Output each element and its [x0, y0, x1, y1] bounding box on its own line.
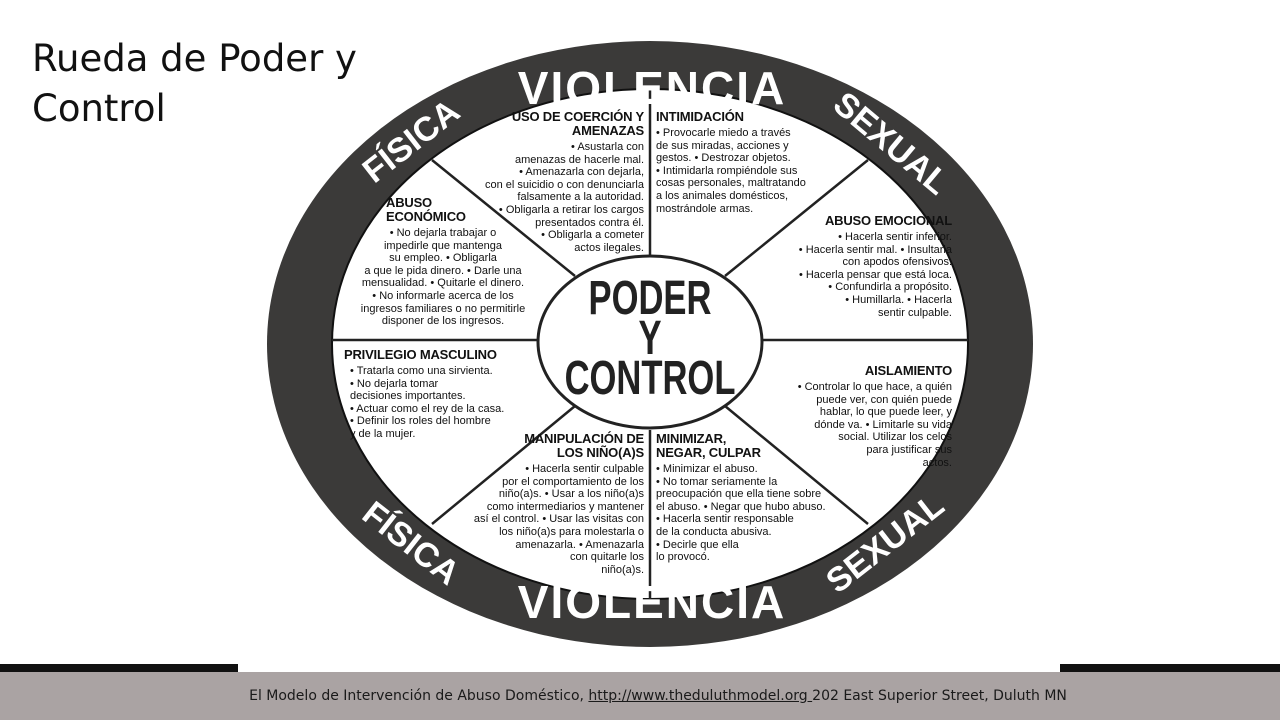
- ring-label-violencia-bottom: VIOLENCIA: [518, 576, 786, 628]
- footer-citation: El Modelo de Intervención de Abuso Domés…: [0, 688, 1280, 704]
- segment-abuso-emocional-body: • Hacerla sentir inferior. • Hacerla sen…: [798, 231, 952, 319]
- segment-intimidacion-title: INTIMIDACIÓN: [656, 109, 744, 124]
- footer-suffix: 202 East Superior Street, Duluth MN: [812, 688, 1067, 704]
- divider-bottom-right: [724, 405, 869, 525]
- divider-bottom-left: [431, 405, 576, 525]
- segment-abuso-emocional-title: ABUSO EMOCIONAL: [824, 213, 952, 228]
- segment-abuso-economico-body: • No dejarla trabajar o impedirle que ma…: [360, 227, 526, 328]
- segment-aislamiento-title: AISLAMIENTO: [864, 363, 952, 378]
- center-label: PODER Y CONTROL: [565, 254, 736, 424]
- segment-privilegio-title: PRIVILEGIO MASCULINO: [344, 347, 497, 362]
- divider-top-left: [431, 159, 576, 277]
- footer-link[interactable]: http://www.theduluthmodel.org: [588, 688, 813, 704]
- segment-manipulacion: MANIPULACIÓN DE LOS NIÑO(A)S • Hacerla s…: [456, 432, 644, 576]
- segment-abuso-economico: ABUSO ECONÓMICO • No dejarla trabajar o …: [340, 196, 546, 328]
- center-label-line3: CONTROL: [564, 352, 736, 405]
- segment-coercion-title: USO DE COERCIÓN Y AMENAZAS: [511, 109, 644, 138]
- footer-bar: [0, 672, 1280, 720]
- footer-rule-right: [1060, 664, 1280, 672]
- segment-intimidacion: INTIMIDACIÓN • Provocarle miedo a través…: [656, 110, 846, 215]
- center-label-line1: PODER: [588, 272, 712, 325]
- segment-privilegio: PRIVILEGIO MASCULINO • Tratarla como una…: [344, 348, 544, 441]
- footer-rule-left: [0, 664, 238, 672]
- slide-title: Rueda de Poder y Control: [32, 37, 357, 130]
- divider-top-right: [724, 159, 869, 277]
- ring-label-violencia-top: VIOLENCIA: [518, 62, 786, 114]
- center-label-line2: Y: [638, 312, 662, 365]
- segment-intimidacion-body: • Provocarle miedo a través de sus mirad…: [656, 127, 806, 215]
- segment-minimizar-title: MINIMIZAR, NEGAR, CULPAR: [656, 431, 761, 460]
- segment-aislamiento-body: • Controlar lo que hace, a quién puede v…: [797, 381, 952, 469]
- segment-coercion-body: • Asustarla con amenazas de hacerle mal.…: [485, 141, 644, 254]
- segment-aislamiento: AISLAMIENTO • Controlar lo que hace, a q…: [756, 364, 952, 469]
- segment-privilegio-body: • Tratarla como una sirvienta. • No deja…: [350, 365, 505, 440]
- segment-dividers: [332, 89, 968, 599]
- segment-manipulacion-title: MANIPULACIÓN DE LOS NIÑO(A)S: [524, 431, 644, 460]
- segment-abuso-emocional: ABUSO EMOCIONAL • Hacerla sentir inferio…: [758, 214, 952, 319]
- center-hub: [536, 254, 764, 430]
- footer-prefix: El Modelo de Intervención de Abuso Domés…: [249, 688, 589, 704]
- segment-manipulacion-body: • Hacerla sentir culpable por el comport…: [473, 463, 644, 576]
- segment-minimizar: MINIMIZAR, NEGAR, CULPAR • Minimizar el …: [656, 432, 856, 564]
- segment-abuso-economico-title: ABUSO ECONÓMICO: [386, 195, 466, 224]
- segment-minimizar-body: • Minimizar el abuso. • No tomar seriame…: [656, 463, 826, 564]
- segment-coercion: USO DE COERCIÓN Y AMENAZAS • Asustarla c…: [460, 110, 644, 254]
